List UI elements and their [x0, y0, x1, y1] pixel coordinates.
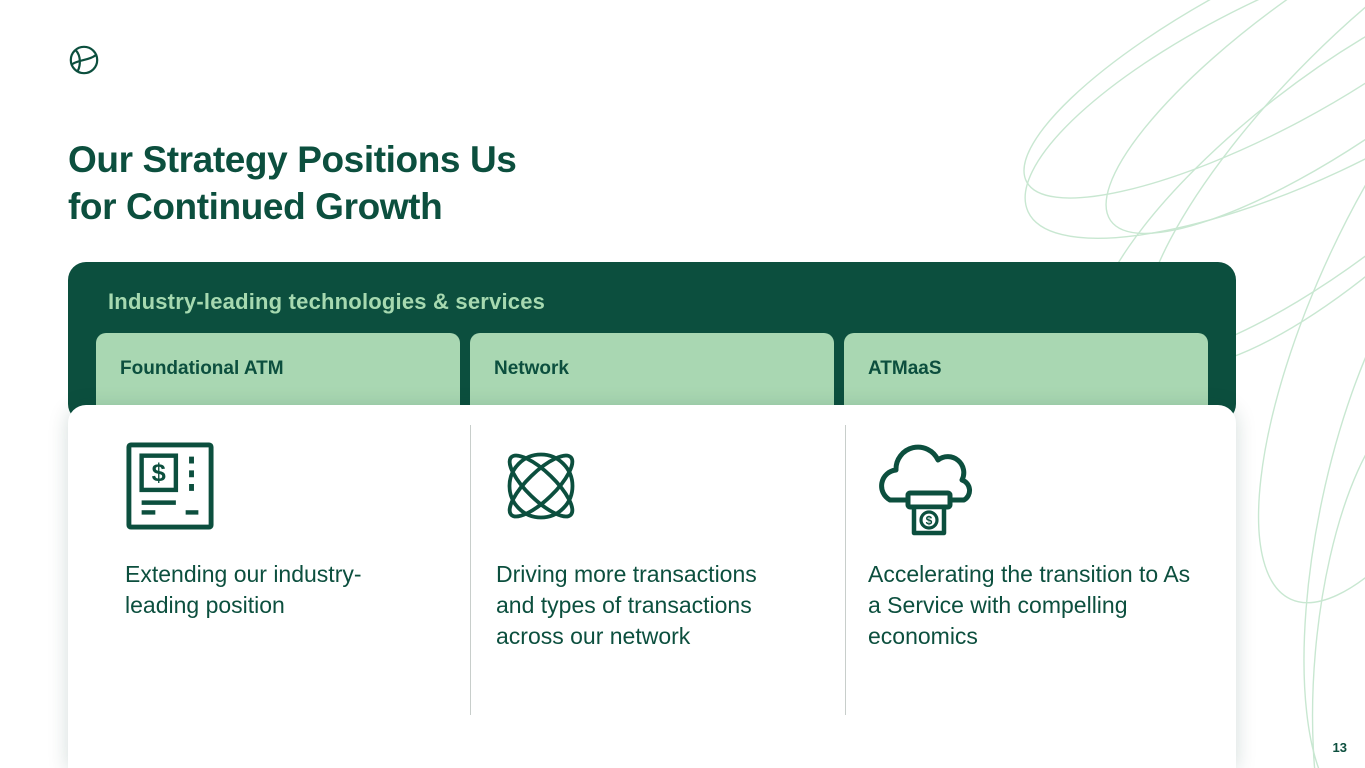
page-title: Our Strategy Positions Us for Continued …	[68, 136, 517, 230]
tab-foundational-atm: Foundational ATM	[96, 333, 460, 418]
tab-label: ATMaaS	[868, 358, 942, 379]
svg-text:$: $	[152, 459, 166, 487]
tab-label: Network	[494, 358, 569, 379]
column-text: Extending our industry-leading position	[125, 561, 362, 618]
title-line-1: Our Strategy Positions Us	[68, 139, 517, 180]
network-globe-icon	[507, 452, 575, 520]
globe-logo-icon	[69, 45, 99, 75]
column-text: Driving more transactions and types of t…	[496, 561, 757, 649]
atm-machine-icon: $	[126, 442, 214, 530]
tab-label: Foundational ATM	[120, 358, 284, 379]
column-foundational-atm: $ Extending our industry-leading positio…	[125, 435, 375, 621]
panel-header: Industry-leading technologies & services	[108, 289, 546, 314]
page-number: 13	[1332, 740, 1347, 755]
cloud-atm-icon: $	[879, 444, 972, 536]
technologies-panel: Industry-leading technologies & services…	[68, 262, 1236, 422]
svg-text:$: $	[926, 514, 933, 528]
column-atmaas: $ Accelerating the transition to As a Se…	[868, 435, 1193, 652]
icon-wrap: $	[868, 435, 1193, 537]
tabs-row: Foundational ATM Network ATMaaS	[96, 333, 1208, 418]
icon-wrap	[496, 435, 786, 537]
column-divider	[845, 425, 846, 715]
title-line-2: for Continued Growth	[68, 186, 443, 227]
column-network: Driving more transactions and types of t…	[496, 435, 786, 652]
tab-network: Network	[470, 333, 834, 418]
tab-atmaas: ATMaaS	[844, 333, 1208, 418]
icon-wrap: $	[125, 435, 375, 537]
column-divider	[470, 425, 471, 715]
company-logo	[66, 42, 102, 78]
column-text: Accelerating the transition to As a Serv…	[868, 561, 1191, 649]
content-card: $ Extending our industry-leading positio…	[68, 405, 1236, 768]
